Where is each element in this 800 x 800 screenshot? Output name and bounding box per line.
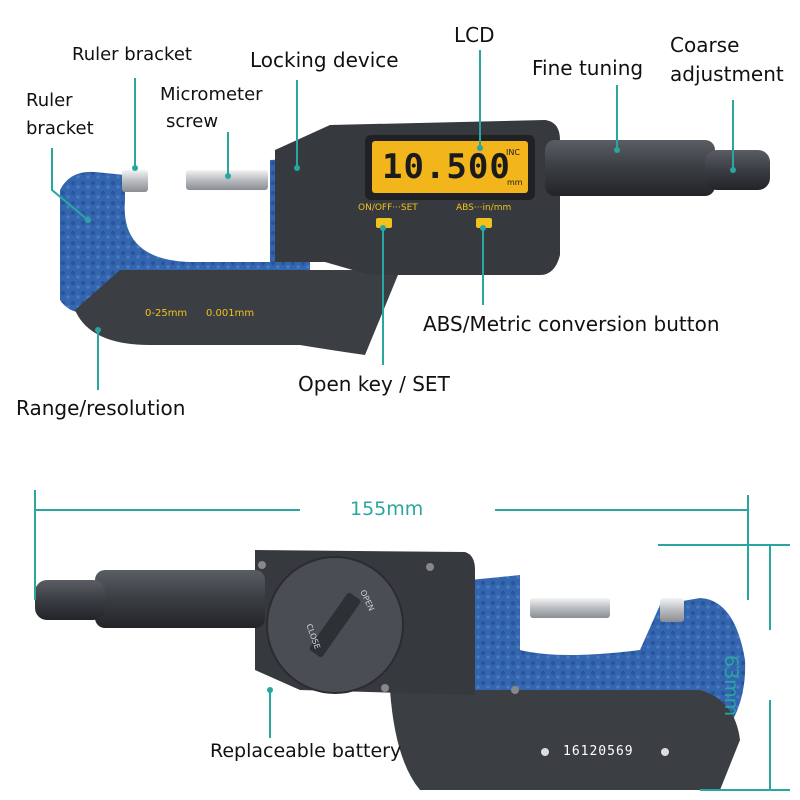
top-onoff-button [376,218,392,228]
bottom-spindle [530,598,610,618]
resolution-text: 0.001mm [206,308,255,319]
lcd-unit-inc: INC [506,148,520,157]
top-lcd-screen [372,141,528,193]
top-abs-button [476,218,492,228]
battery-slot [309,592,361,658]
label-open-key-set: Open key / SET [298,372,450,396]
top-thimble [545,140,715,196]
top-ratchet [705,150,770,190]
label-coarse-adjustment-2: adjustment [670,62,784,86]
bottom-grip [390,690,740,790]
top-micrometer [60,120,770,355]
label-replaceable-battery: Replaceable battery [210,740,402,762]
label-abs-metric-button: ABS/Metric conversion button [423,312,720,336]
top-leader-lines [51,50,734,390]
label-ruler-bracket-top: Ruler bracket [72,44,192,65]
bottom-ratchet [35,580,105,620]
bottom-micrometer [35,550,746,790]
label-ruler-bracket-left-2: bracket [26,118,94,139]
label-ruler-bracket-left-1: Ruler [26,90,73,111]
label-locking-device: Locking device [250,48,399,72]
lcd-unit-mm: mm [507,178,523,187]
serial-number: 16120569 [563,744,634,759]
onoff-set-label: ON/OFF···SET [358,203,418,213]
bottom-thimble [95,570,265,628]
dimension-lines [34,490,790,791]
dimension-length: 155mm [350,498,424,520]
label-micrometer-screw-1: Micrometer [160,84,263,105]
label-lcd: LCD [454,23,495,47]
label-micrometer-screw-2: screw [166,111,219,132]
top-grip [75,270,400,355]
bottom-anvil [660,598,684,622]
label-range-resolution: Range/resolution [16,396,186,420]
label-coarse-adjustment-1: Coarse [670,33,740,57]
range-text: 0-25mm [145,308,188,319]
lcd-reading: 10.500 [382,147,511,187]
dimension-height: 63mm [720,655,742,717]
top-anvil [122,170,148,192]
abs-inmm-label: ABS···in/mm [456,203,512,213]
top-spindle [186,170,268,190]
label-fine-tuning: Fine tuning [532,56,644,80]
